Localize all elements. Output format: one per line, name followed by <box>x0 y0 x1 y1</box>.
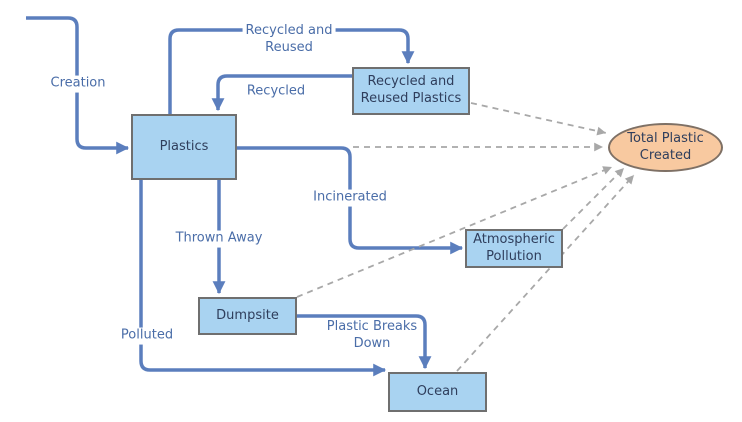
edge-label-thrown-away: Thrown Away <box>172 230 266 248</box>
edge-label-plastic-breaks-down: Plastic Breaks Down <box>323 319 421 353</box>
edge-label-creation: Creation <box>47 75 109 93</box>
node-ocean: Ocean <box>388 372 487 412</box>
edge-ocean-to-total <box>456 174 635 372</box>
node-atmospheric-pollution: Atmospheric Pollution <box>465 229 563 268</box>
edge-plastic-breaks-down <box>296 314 432 370</box>
edge-label-recycled-and-reused: Recycled and Reused <box>242 23 336 57</box>
edge-recycled <box>211 74 352 112</box>
node-dumpsite: Dumpsite <box>198 297 297 335</box>
edge-atmospheric-to-total <box>562 167 625 230</box>
edge-dumpsite-to-total <box>296 166 613 298</box>
edge-label-incinerated: Incinerated <box>310 189 390 207</box>
edge-polluted <box>139 180 387 377</box>
edge-recycled-reused-plastics-to-total <box>470 102 607 136</box>
node-recycled-reused-plastics: Recycled and Reused Plastics <box>352 67 470 115</box>
edge-label-recycled: Recycled <box>243 83 309 101</box>
node-total-plastic-created: Total Plastic Created <box>608 123 723 172</box>
node-plastics: Plastics <box>131 114 237 180</box>
edge-label-polluted: Polluted <box>117 327 177 345</box>
